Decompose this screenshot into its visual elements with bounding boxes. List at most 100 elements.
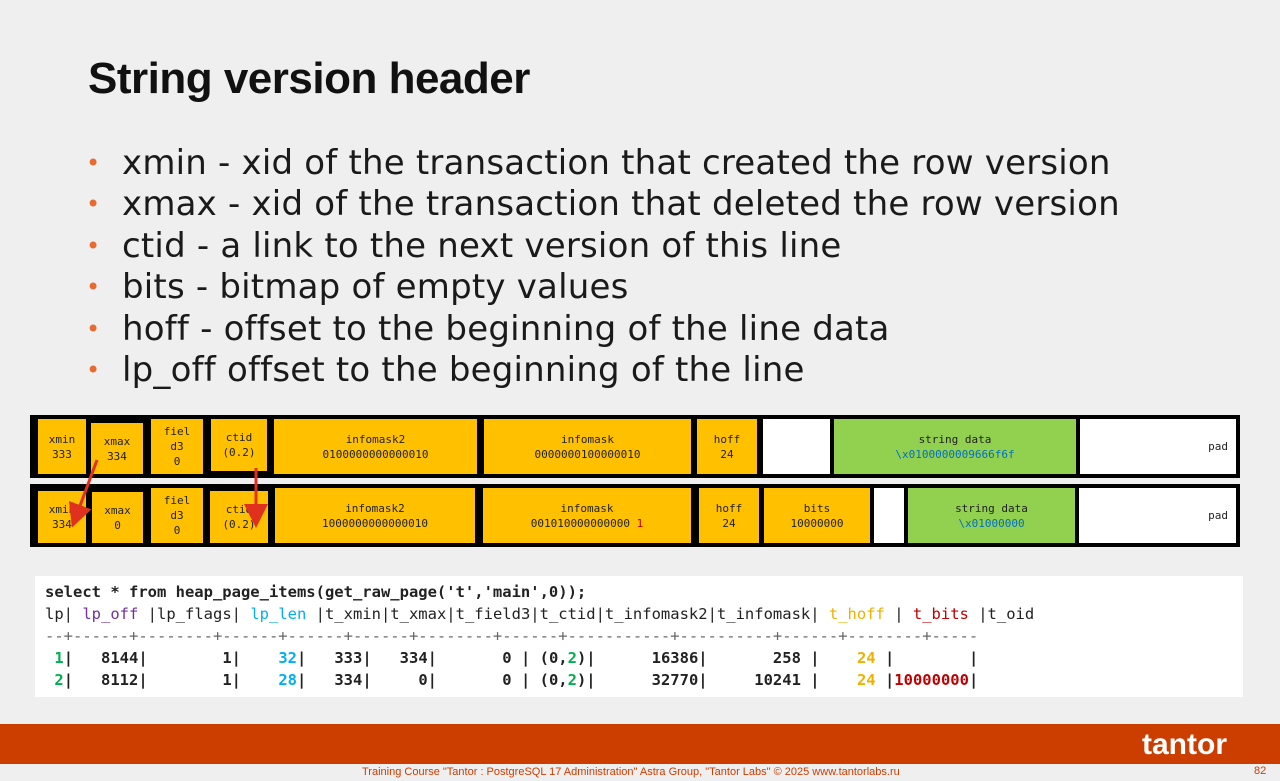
cell-value: 333 — [52, 447, 72, 461]
tuple-diagram-old-version: xmin 333 xmax 334 fiel d3 0 ctid (0.2) i… — [30, 415, 1240, 478]
cell-string-data: string data \x0100000009666f6f — [834, 419, 1076, 474]
cell-label: hoff — [715, 501, 743, 515]
infomask-highlight-bit: 1 — [636, 516, 644, 530]
cell-string-data: string data \x01000000 — [908, 488, 1075, 543]
cell-label: infomask2 — [345, 432, 406, 446]
cell-xmin: xmin 334 — [38, 491, 86, 543]
col-lp-off: lp_off — [73, 605, 139, 623]
bullet-item: • hoff - offset to the beginning of the l… — [86, 309, 1120, 350]
bullet-text: xmin - xid of the transaction that creat… — [122, 143, 1111, 183]
cell-value: (0.2) — [222, 518, 256, 531]
cell-label: xmin — [48, 503, 76, 516]
cell-lp-len: 28 — [278, 671, 297, 689]
cell-value: 0 — [173, 455, 181, 468]
cell-label: infomask2 — [345, 501, 405, 515]
bullet-dot-icon: • — [86, 190, 101, 219]
col-t-hoff: t_hoff — [819, 605, 885, 623]
cell-t-hoff: 24 — [856, 649, 876, 667]
tantor-logo: tantor — [1142, 728, 1227, 761]
cell-value: 24 — [720, 447, 734, 461]
cell-xmax: xmax 334 — [91, 423, 143, 474]
cell-value: 001010000000000 1 — [531, 516, 644, 531]
cell-text: )| 16386| 258 | — [576, 649, 857, 667]
cell-ctid: ctid (0.2) — [210, 491, 268, 543]
tuple-diagram-new-version: xmin 334 xmax 0 fiel d3 0 ctid (0.2) inf… — [30, 484, 1240, 547]
bullet-item: •ctid - a link to the next version of th… — [86, 226, 1120, 267]
bullet-text: lp_off offset to the beginning of the li… — [122, 349, 805, 390]
cell-text: | — [968, 671, 979, 689]
cell-label: fiel — [163, 425, 191, 438]
cell-label: bits — [803, 501, 831, 515]
cell-label: d3 — [170, 440, 184, 453]
table-row: 2| 8112| 1| 28| 334| 0| 0 | (0,2)| 32770… — [45, 669, 978, 691]
cell-xmin: xmin 333 — [38, 419, 86, 474]
cell-label: xmin — [48, 432, 76, 446]
cell-infomask2: infomask2 1000000000000010 — [275, 488, 475, 543]
page-title: String version header — [88, 54, 530, 103]
cell-empty — [874, 488, 904, 543]
col-lp-len: lp_len — [240, 605, 307, 623]
cell-infomask2: infomask2 0100000000000010 — [274, 419, 477, 474]
cell-pad: pad — [1080, 419, 1236, 474]
bullet-item: •lp_off offset to the beginning of the l… — [86, 350, 1120, 391]
col-mid: |t_xmin|t_xmax|t_field3|t_ctid|t_infomas… — [306, 605, 820, 623]
sql-output-block: select * from heap_page_items(get_raw_pa… — [35, 576, 1243, 697]
cell-value: (0.2) — [222, 446, 256, 459]
cell-xmax: xmax 0 — [92, 492, 143, 543]
sql-header-row: lp| lp_off |lp_flags| lp_len |t_xmin|t_x… — [45, 603, 1034, 625]
cell-lp: 2 — [54, 671, 64, 689]
cell-t-bits — [894, 649, 969, 667]
bullet-item: • xmin - xid of the transaction that crea… — [86, 143, 1120, 184]
col-sep: | — [884, 605, 904, 623]
infomask-bits: 001010000000000 — [530, 516, 631, 530]
cell-infomask: infomask 001010000000000 1 — [483, 488, 691, 543]
cell-hoff: hoff 24 — [699, 488, 759, 543]
sql-query: select * from heap_page_items(get_raw_pa… — [45, 583, 587, 601]
cell-label: string data — [955, 501, 1028, 515]
cell-value: \x01000000 — [958, 516, 1025, 530]
cell-text: | — [875, 649, 895, 667]
cell-value: 334 — [107, 449, 127, 463]
cell-text: )| 32770| 10241 | — [576, 671, 857, 689]
cell-value: 10000000 — [790, 516, 844, 530]
col-t-oid: |t_oid — [968, 605, 1035, 623]
cell-text: | 334| 0| 0 | (0, — [297, 671, 568, 689]
bullet-dot-icon: • — [86, 273, 101, 302]
cell-label: xmax — [103, 434, 131, 448]
cell-label: string data — [918, 432, 992, 446]
cell-t-bits: 10000000 — [894, 671, 969, 689]
cell-value: 0 — [173, 524, 181, 537]
sql-separator: --+------+--------+------+------+------+… — [45, 627, 979, 645]
bullet-text: hoff - offset to the beginning of the li… — [122, 308, 890, 349]
footer-bar — [0, 724, 1280, 764]
cell-label: hoff — [713, 432, 741, 446]
cell-lp: 1 — [54, 649, 64, 667]
cell-ctid: ctid (0.2) — [211, 419, 267, 471]
cell-ctid: 2 — [567, 649, 577, 667]
cell-value: 0 — [114, 518, 121, 532]
bullet-dot-icon: • — [86, 314, 101, 343]
cell-empty — [763, 419, 830, 474]
bullet-dot-icon: • — [86, 149, 101, 177]
cell-label: pad — [1208, 440, 1228, 453]
cell-text: | 8144| 1| — [63, 649, 279, 667]
col-lp-flags: |lp_flags| — [138, 605, 241, 623]
bullet-item: • bits - bitmap of empty values — [86, 267, 1120, 308]
bullet-text: bits - bitmap of empty values — [122, 267, 629, 308]
bullet-text: ctid - a link to the next version of thi… — [122, 225, 842, 266]
table-row: 1| 8144| 1| 32| 333| 334| 0 | (0,2)| 163… — [45, 647, 978, 669]
page-number: 82 — [1254, 765, 1267, 777]
cell-lp-len: 32 — [278, 649, 297, 667]
cell-pad: pad — [1079, 488, 1236, 543]
col-t-bits: t_bits — [903, 605, 969, 623]
cell-value: 24 — [722, 516, 736, 530]
bullet-text: xmax - xid of the transaction that delet… — [122, 184, 1120, 225]
cell-text: | 8112| 1| — [63, 671, 279, 689]
cell-label: infomask — [561, 432, 614, 446]
cell-label: d3 — [170, 509, 184, 522]
cell-value: 334 — [52, 518, 72, 531]
cell-value: \x0100000009666f6f — [895, 447, 1015, 461]
cell-label: ctid — [225, 431, 253, 444]
cell-hoff: hoff 24 — [697, 419, 757, 474]
bullet-list: • xmin - xid of the transaction that crea… — [86, 143, 1120, 391]
